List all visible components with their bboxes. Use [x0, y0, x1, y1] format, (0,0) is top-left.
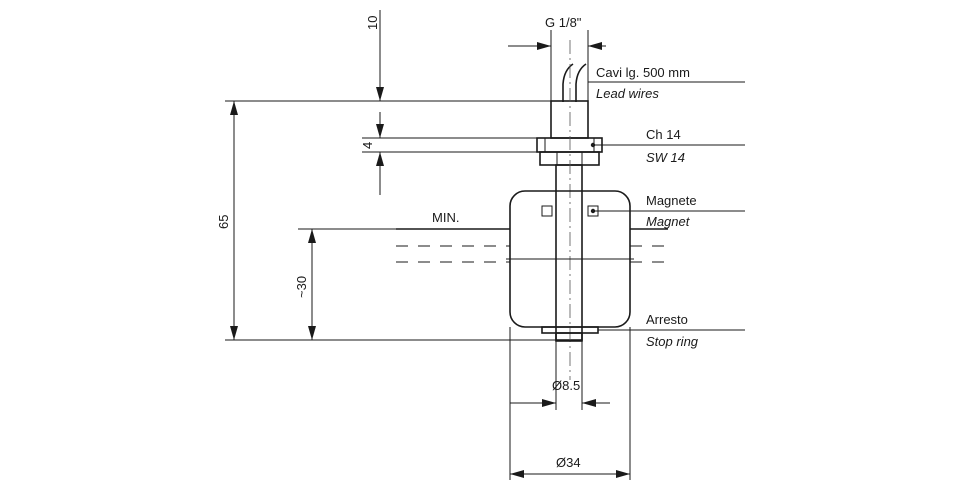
stop-it-label: Arresto	[646, 312, 688, 327]
hex-nut	[536, 137, 603, 166]
dimension-float-diameter-label: Ø34	[556, 455, 581, 470]
dimension-top-offset: 10	[365, 10, 384, 101]
stem	[555, 164, 583, 341]
callout-hex: Ch 14 SW 14	[590, 127, 745, 165]
stem-end	[555, 332, 583, 342]
lead-wire-right	[575, 63, 587, 102]
magnet-en-label: Magnet	[646, 214, 691, 229]
stop-en-label: Stop ring	[646, 334, 699, 349]
float-switch-body	[506, 40, 634, 380]
dimension-stem-diameter-label: Ø8.5	[552, 378, 580, 393]
dimension-total-height-label: 65	[216, 215, 231, 229]
dimension-level-depth: ~30	[294, 229, 316, 340]
dimension-nut-height: 4	[360, 112, 384, 195]
dimension-nut-height-label: 4	[360, 142, 375, 149]
dimension-float-diameter: Ø34	[510, 455, 630, 478]
sw-label: SW 14	[646, 150, 685, 165]
dimension-thread-label: G 1/8"	[545, 15, 582, 30]
callout-magnet: Magnete Magnet	[590, 193, 745, 229]
cables-label: Cavi lg. 500 mm	[596, 65, 690, 80]
extension-lines	[225, 30, 631, 480]
dimension-top-offset-label: 10	[365, 16, 380, 30]
dimension-thread: G 1/8"	[508, 15, 606, 50]
cable-sleeve	[550, 100, 589, 139]
dimension-stem-diameter: Ø8.5	[510, 378, 610, 407]
magnet-left	[541, 205, 553, 217]
lead-wires-label: Lead wires	[596, 86, 659, 101]
callout-lead-wires: Cavi lg. 500 mm Lead wires	[588, 65, 745, 101]
hex-label: Ch 14	[646, 127, 681, 142]
lead-wire-left	[562, 63, 574, 102]
dimension-level-depth-label: ~30	[294, 276, 309, 298]
callout-stop-ring: Arresto Stop ring	[598, 312, 745, 349]
dimension-total-height: 65	[216, 101, 238, 340]
min-level-label: MIN.	[432, 210, 459, 225]
magnet-it-label: Magnete	[646, 193, 697, 208]
liquid-level: MIN.	[396, 210, 668, 263]
